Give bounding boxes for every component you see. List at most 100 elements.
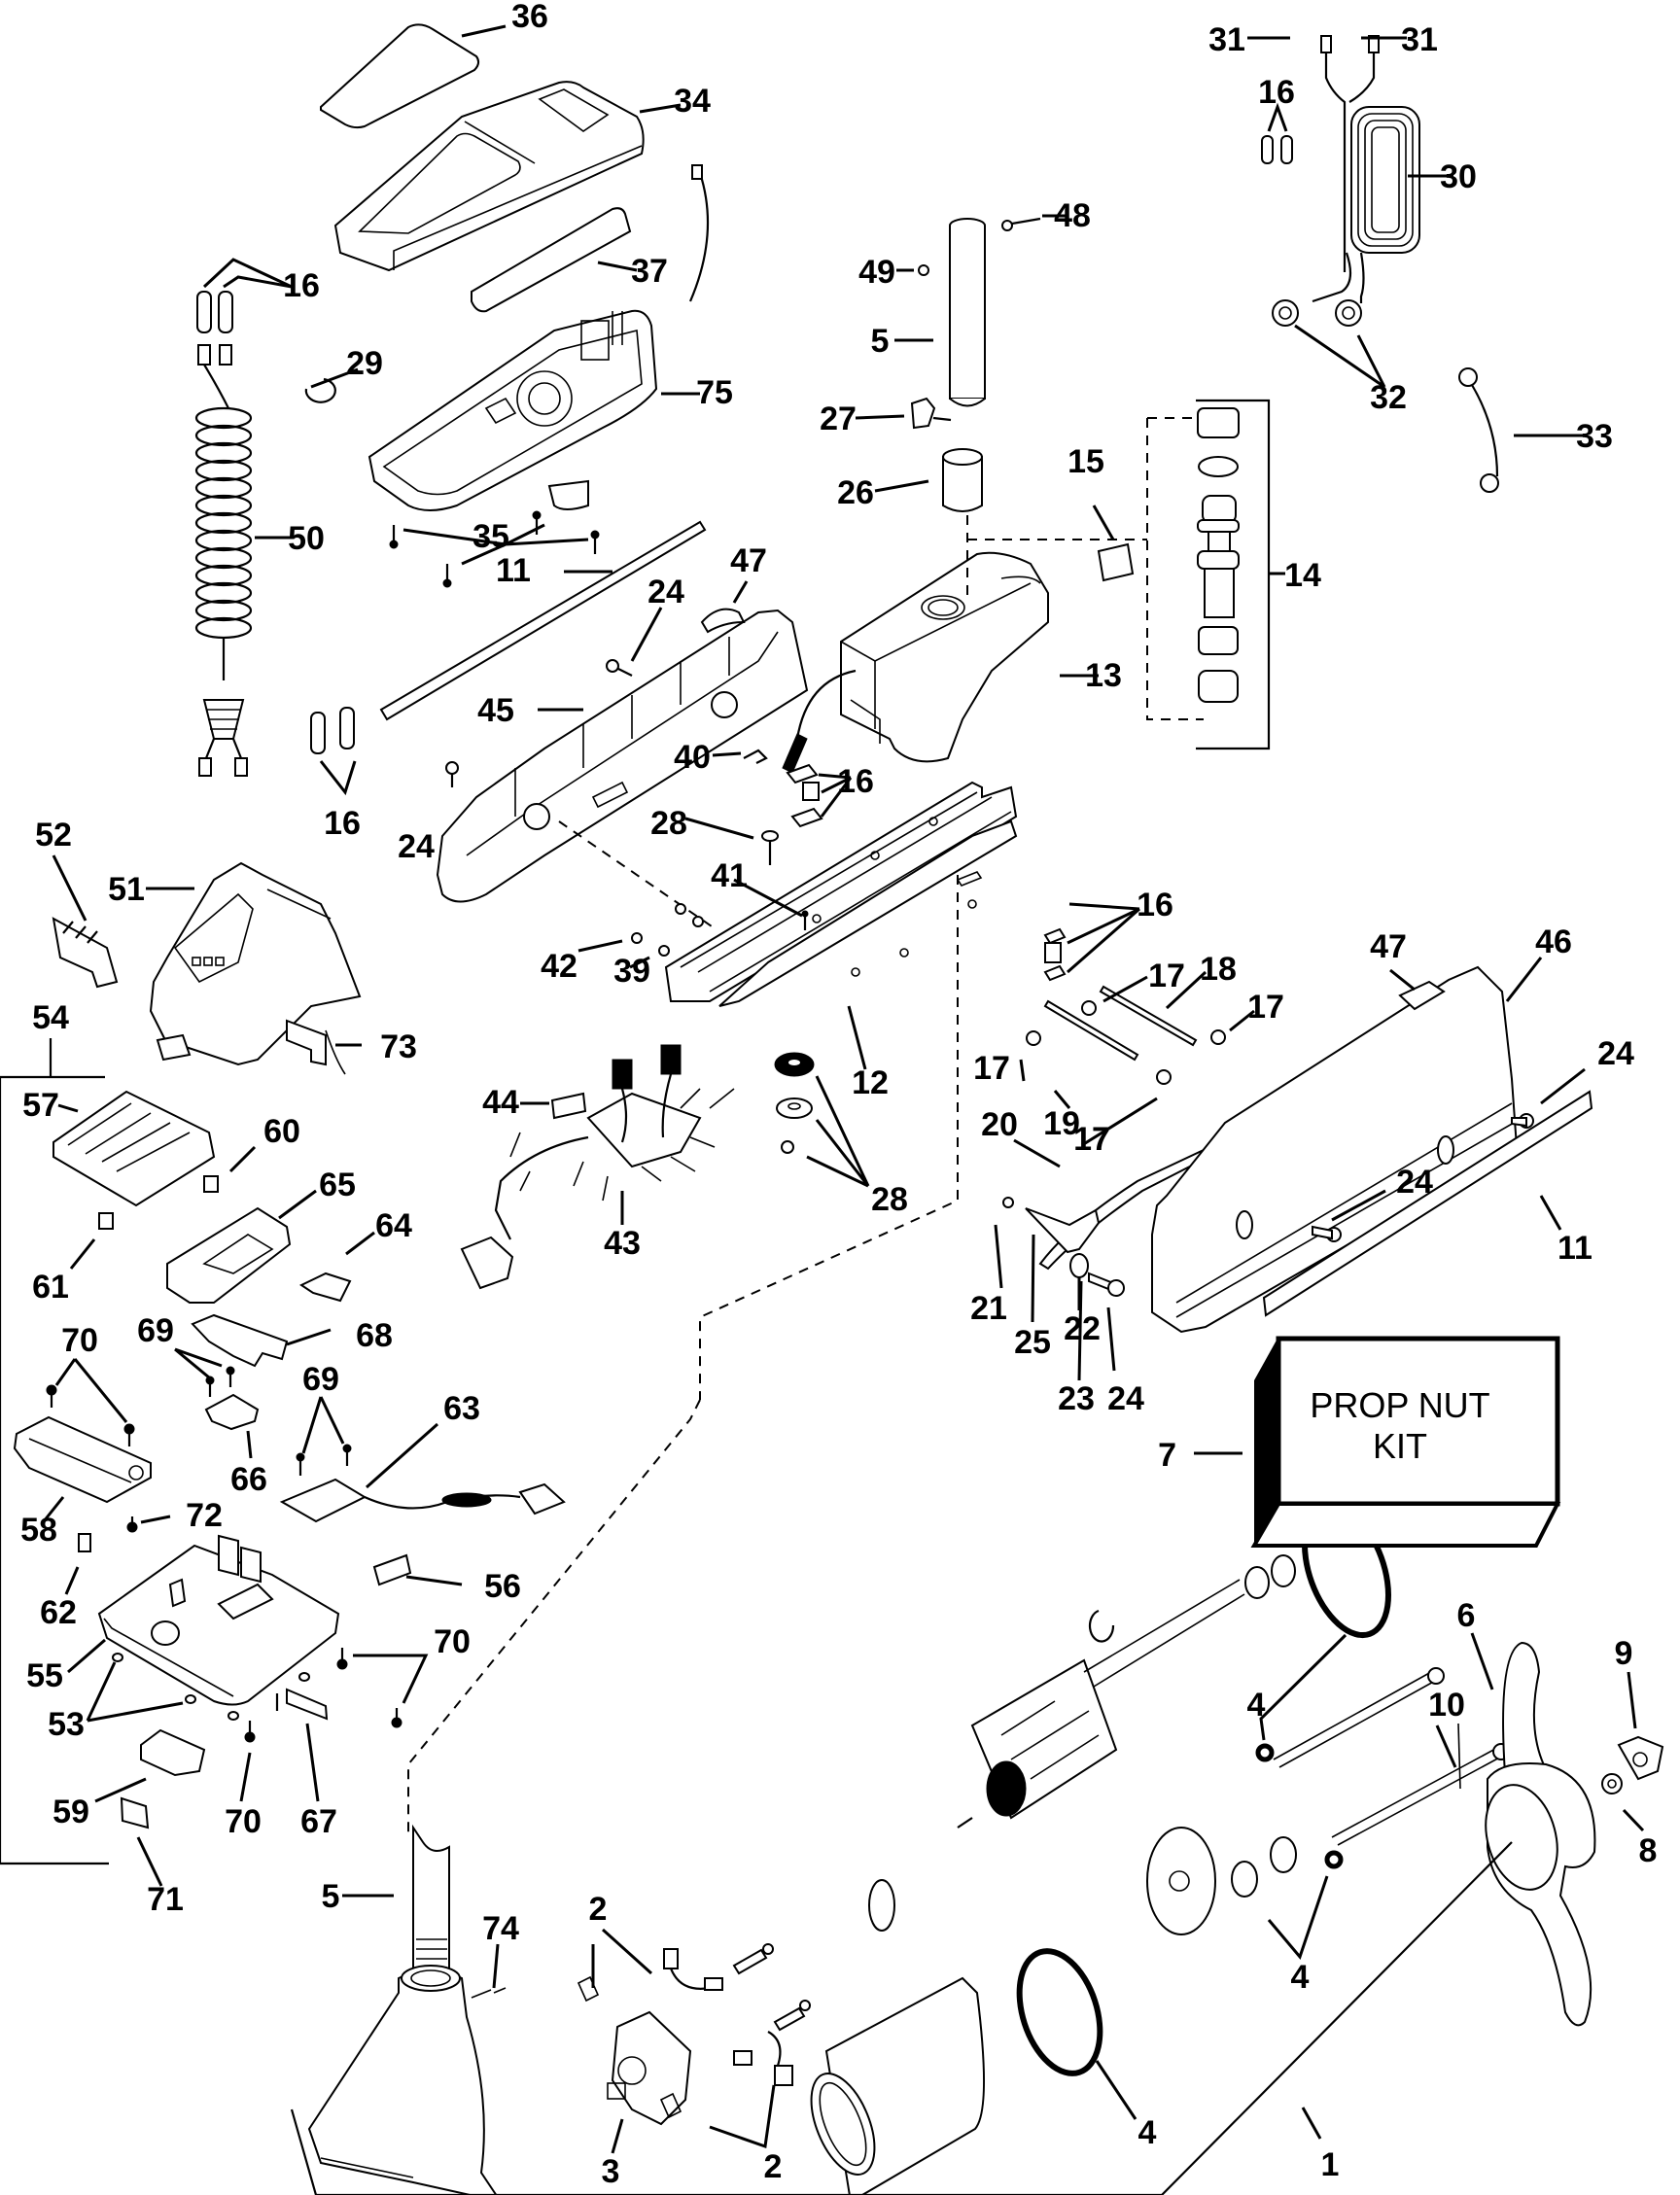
leader-1 xyxy=(1301,2107,1322,2140)
board-73 xyxy=(286,1019,327,1066)
leader-74 xyxy=(492,1943,500,1989)
spring-plate-52 xyxy=(52,917,119,989)
callout-43: 43 xyxy=(604,1225,641,1262)
callout-69: 69 xyxy=(302,1361,339,1398)
washer-a xyxy=(1244,1566,1270,1599)
callout-31: 31 xyxy=(1208,21,1245,58)
leader-23 xyxy=(1077,1280,1083,1381)
terminals-16e xyxy=(1043,902,1140,982)
propeller-6 xyxy=(1485,1641,1596,2027)
callout-8: 8 xyxy=(1639,1832,1658,1869)
leader-55 xyxy=(67,1638,106,1674)
leader-10 xyxy=(1435,1725,1457,1768)
insulator-pair-16a xyxy=(196,258,293,366)
callout-75: 75 xyxy=(696,374,733,411)
leader-32 xyxy=(1294,324,1386,389)
leader-46 xyxy=(1505,957,1543,1002)
callout-74: 74 xyxy=(482,1910,519,1947)
leader-17d xyxy=(1081,1097,1158,1147)
leader-2a xyxy=(591,1928,653,1988)
feet-53 xyxy=(86,1653,310,1723)
slider-68 xyxy=(191,1313,289,1368)
callout-24: 24 xyxy=(1107,1380,1144,1417)
leader-24c xyxy=(1540,1067,1586,1105)
callout-55: 55 xyxy=(26,1657,63,1694)
leader-29 xyxy=(310,367,359,389)
side-cover-45 xyxy=(436,609,809,903)
leader-67 xyxy=(305,1723,320,1802)
shaft-5-upper xyxy=(949,218,986,407)
callout-65: 65 xyxy=(319,1167,356,1203)
callout-19: 19 xyxy=(1043,1105,1080,1142)
callout-17: 17 xyxy=(973,1050,1010,1087)
callout-52: 52 xyxy=(35,817,72,854)
callout-27: 27 xyxy=(820,401,857,437)
callout-50: 50 xyxy=(288,520,325,557)
leader-70c xyxy=(239,1752,252,1802)
leader-25 xyxy=(1031,1234,1035,1323)
callout-61: 61 xyxy=(32,1269,69,1306)
callout-64: 64 xyxy=(375,1207,412,1244)
callout-71: 71 xyxy=(147,1881,184,1918)
callout-73: 73 xyxy=(380,1028,417,1065)
callout-12: 12 xyxy=(852,1064,889,1101)
callout-1: 1 xyxy=(1321,2146,1340,2183)
leader-62 xyxy=(64,1566,80,1595)
end-cap xyxy=(1146,1827,1216,1935)
insulator-pair-16b xyxy=(310,707,357,796)
armature xyxy=(957,1579,1245,1829)
bracket-66 xyxy=(204,1393,260,1431)
mount-bracket-12 xyxy=(664,781,1018,1007)
clip-29 xyxy=(304,377,336,403)
decal-36 xyxy=(320,23,480,129)
leader-40 xyxy=(712,751,742,757)
callout-4: 4 xyxy=(1291,1959,1310,1996)
screw-48 xyxy=(1001,217,1041,231)
trim-strip-11b xyxy=(1262,1090,1593,1317)
spring-62 xyxy=(78,1533,91,1552)
leader-59 xyxy=(94,1777,147,1803)
through-bolts xyxy=(1273,1667,1510,1846)
leader-63 xyxy=(366,1422,438,1489)
leader-2b xyxy=(709,2084,776,2149)
bushing-23-screw-24 xyxy=(1069,1253,1125,1297)
decal-71 xyxy=(120,1796,150,1829)
side-cover-46 xyxy=(1151,965,1519,1334)
callout-4: 4 xyxy=(1138,2114,1157,2151)
callout-24: 24 xyxy=(1597,1035,1634,1072)
callout-5: 5 xyxy=(871,323,890,360)
pedal-base-75 xyxy=(368,309,658,511)
leader-24d xyxy=(1331,1189,1386,1222)
strip-37 xyxy=(471,207,632,313)
callout-5: 5 xyxy=(322,1878,340,1915)
callout-16: 16 xyxy=(283,267,320,304)
switch-housing-65 xyxy=(166,1206,292,1304)
knob-27 xyxy=(910,397,952,430)
power-cable-30 xyxy=(1272,35,1420,327)
e-clip xyxy=(1088,1609,1115,1643)
callout-24: 24 xyxy=(1396,1164,1433,1201)
leader-58 xyxy=(42,1496,65,1522)
nut-49 xyxy=(918,264,929,276)
callout-36: 36 xyxy=(511,0,548,35)
leader-65 xyxy=(278,1189,317,1220)
callout-7: 7 xyxy=(1158,1437,1176,1474)
screw-41 xyxy=(801,910,809,930)
washer-b xyxy=(1271,1554,1296,1587)
callout-69: 69 xyxy=(137,1312,174,1349)
switch-64 xyxy=(298,1272,352,1303)
leader-68 xyxy=(286,1328,332,1346)
latch-67 xyxy=(275,1688,329,1721)
callout-58: 58 xyxy=(20,1512,57,1549)
callout-57: 57 xyxy=(22,1087,59,1124)
callout-17: 17 xyxy=(1073,1121,1110,1158)
leader-9 xyxy=(1627,1671,1637,1729)
o-ring-4b xyxy=(1016,1948,1103,2076)
clip-47b xyxy=(1398,980,1446,1011)
callout-4: 4 xyxy=(1247,1687,1266,1724)
terminals-16c xyxy=(786,763,853,828)
callout-53: 53 xyxy=(48,1706,85,1743)
clip-40 xyxy=(743,749,768,764)
